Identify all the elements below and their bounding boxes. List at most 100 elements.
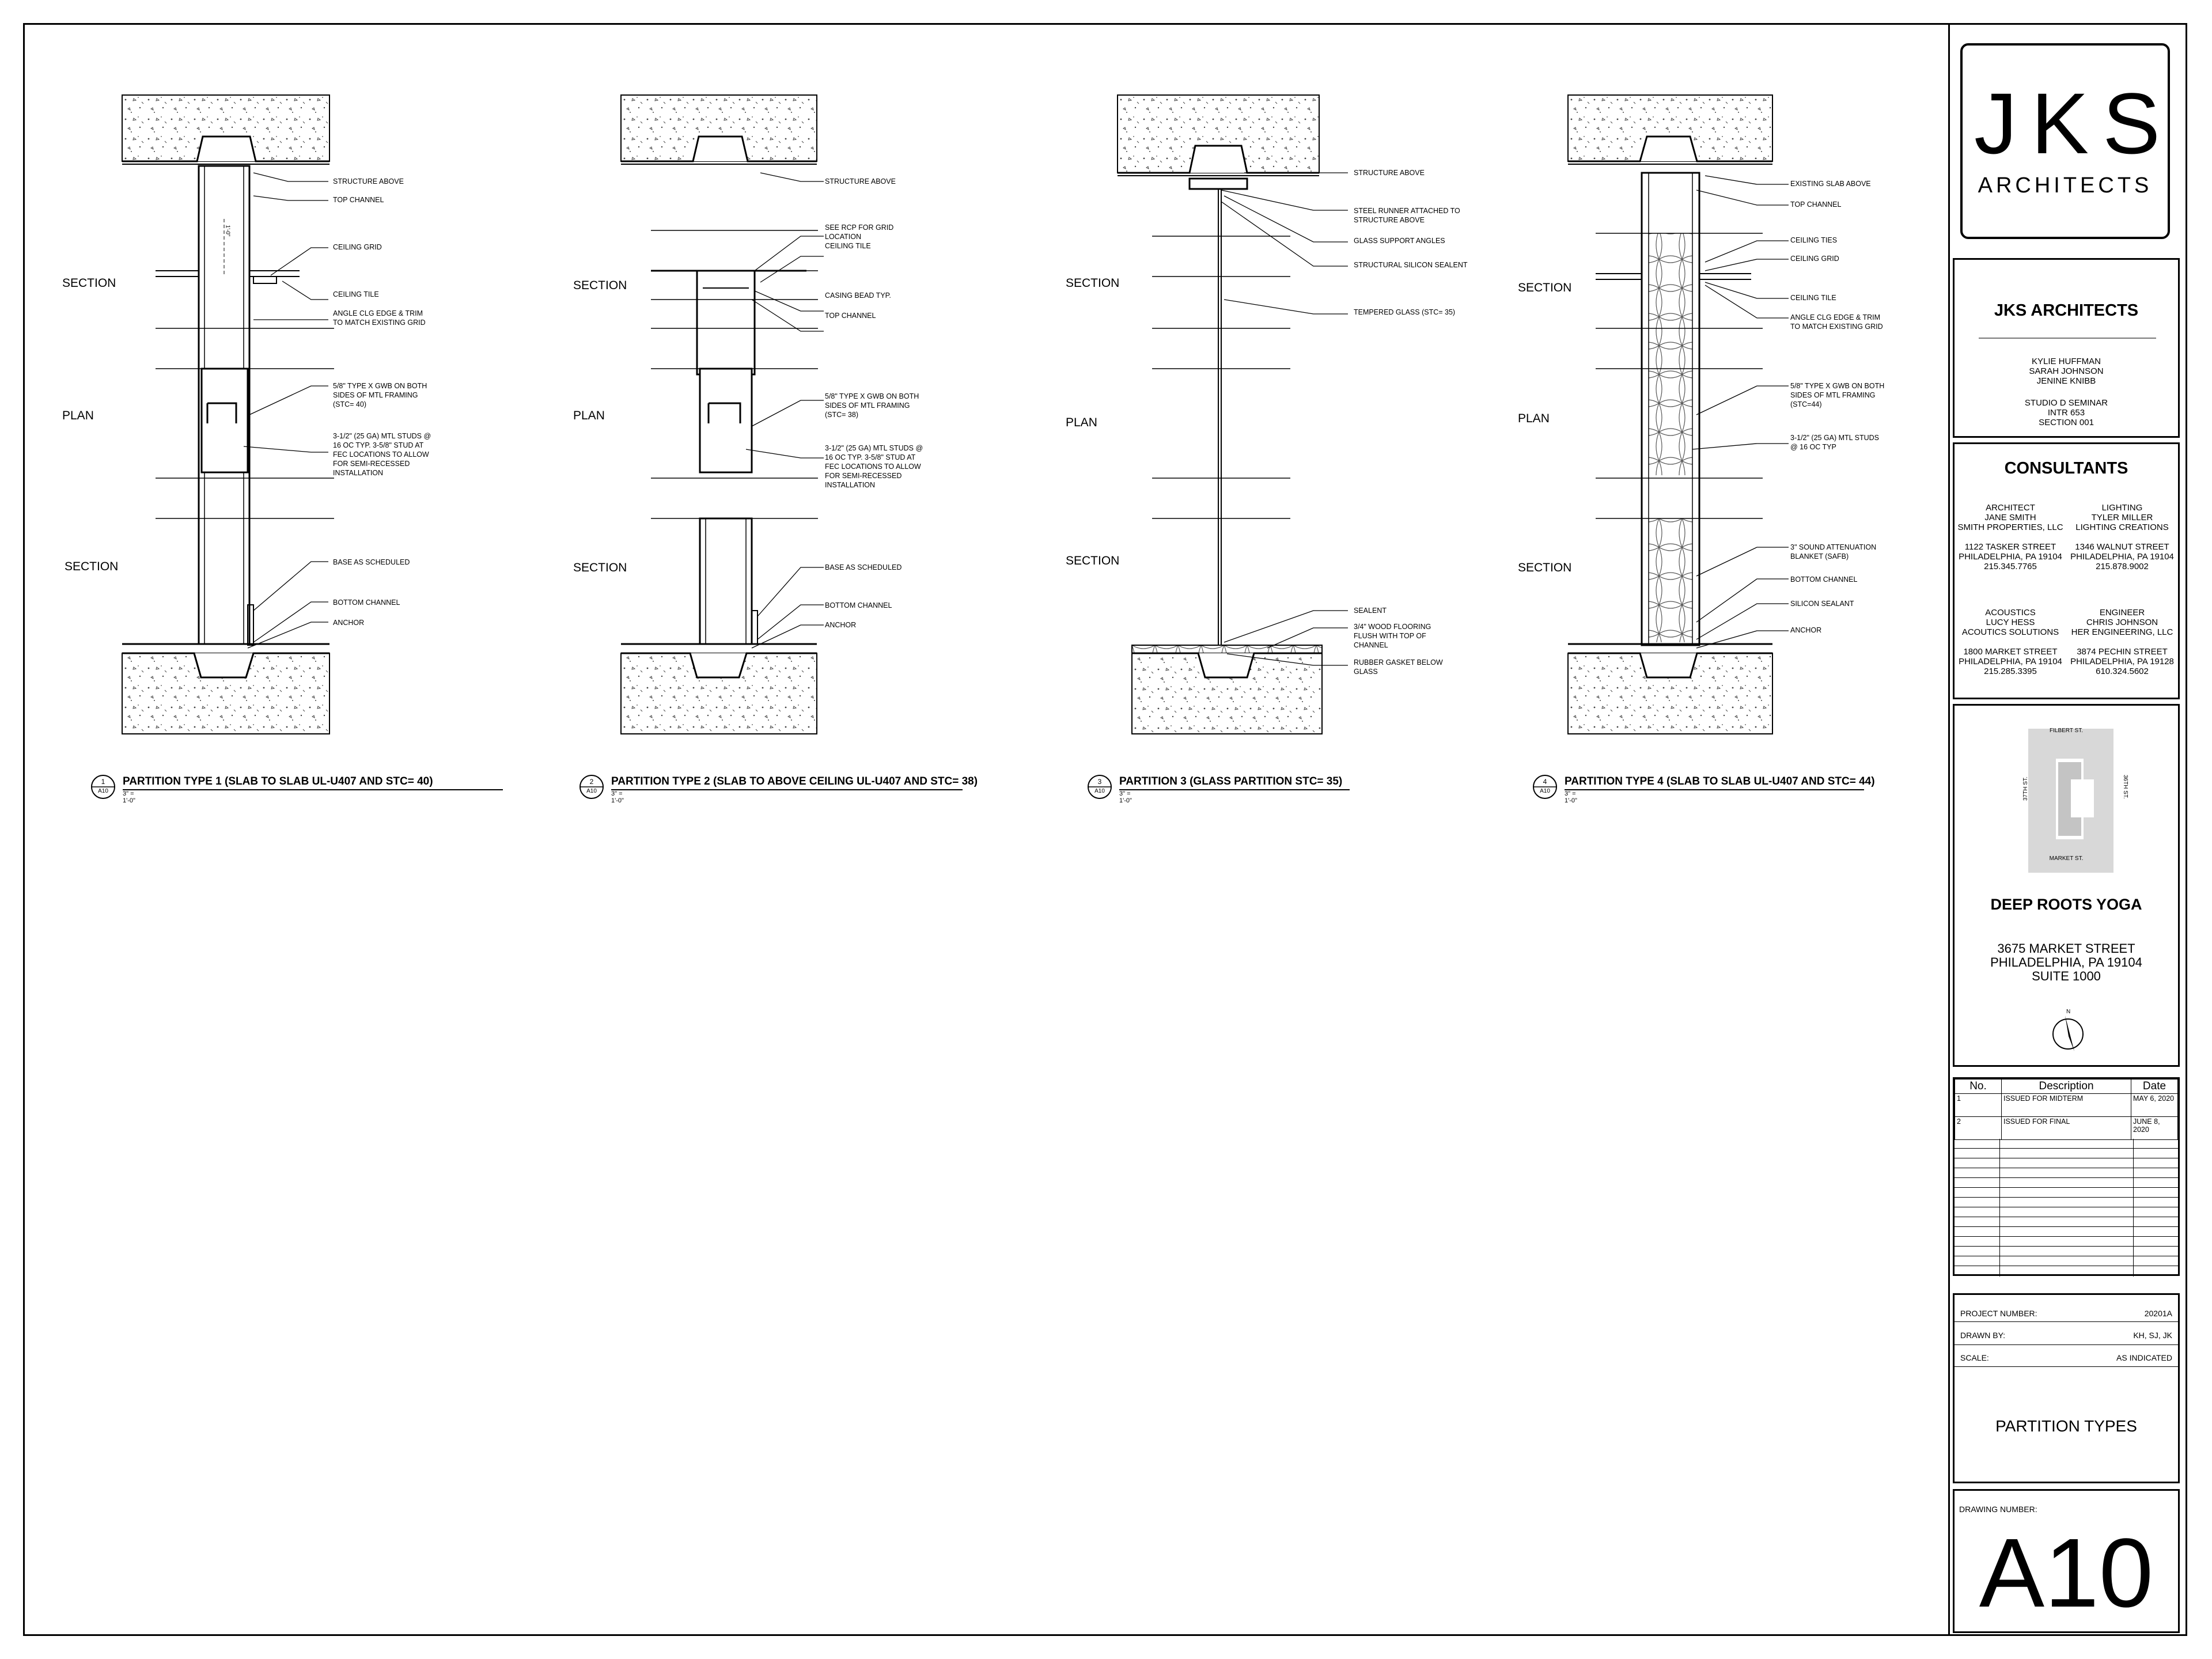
- note: SEE RCP FOR GRID: [825, 224, 894, 232]
- consultant-company: HER ENGINEERING, LLC: [2071, 627, 2173, 637]
- consultant-engineer: ENGINEER CHRIS JOHNSON HER ENGINEERING, …: [2066, 608, 2178, 676]
- sheet-title: PARTITION TYPES: [1995, 1417, 2137, 1435]
- consultant-phone: 610.324.5602: [2096, 666, 2149, 676]
- revision-date: JUNE 8, 2020: [2131, 1116, 2178, 1140]
- table-row: [1955, 1227, 2178, 1237]
- note: TO MATCH EXISTING GRID: [333, 319, 426, 327]
- detail-number: 1: [101, 778, 105, 786]
- detail-number: 4: [1543, 778, 1547, 786]
- note: ANCHOR: [1790, 626, 1822, 634]
- revision-no: 1: [1955, 1093, 2002, 1117]
- note: CEILING TIES: [1790, 236, 1838, 244]
- revisions-panel: No. Description Date 1 ISSUED FOR MIDTER…: [1953, 1077, 2180, 1277]
- map-label-south: MARKET ST.: [2049, 855, 2084, 862]
- note: ANCHOR: [333, 619, 365, 627]
- note: CEILING TILE: [825, 242, 871, 250]
- note: 5/8" TYPE X GWB ON BOTH: [333, 382, 427, 390]
- detail-1-plan-label: PLAN: [62, 409, 94, 422]
- detail-2-bottom-slab: [620, 643, 817, 734]
- consultant-role: ACOUSTICS: [1985, 608, 2036, 618]
- note: EXISTING SLAB ABOVE: [1790, 180, 1871, 188]
- detail-bubble-icon: [1533, 775, 1557, 799]
- consultant-phone: 215.285.3395: [1984, 666, 2037, 676]
- column-header-no: No.: [1955, 1079, 2002, 1094]
- note: (STC= 40): [333, 400, 367, 408]
- note: CEILING TILE: [1790, 294, 1836, 302]
- table-row: [1955, 1198, 2178, 1208]
- consultant-name: TYLER MILLER: [2091, 513, 2153, 522]
- note: BLANKET (SAFB): [1790, 552, 1849, 560]
- firm-info-panel: JKS ARCHITECTS KYLIE HUFFMAN SARAH JOHNS…: [1953, 258, 2180, 438]
- consultant-role: ENGINEER: [2099, 608, 2145, 618]
- drawing-number: A10: [1979, 1518, 2154, 1628]
- revision-date: MAY 6, 2020: [2131, 1093, 2178, 1117]
- detail-3-plan-label: PLAN: [1066, 416, 1097, 429]
- note: FEC LOCATIONS TO ALLOW: [825, 463, 921, 471]
- consultant-name: JANE SMITH: [1984, 513, 2036, 522]
- consultant-street: 1122 TASKER STREET: [1964, 542, 2056, 552]
- north-label: N: [2066, 1009, 2071, 1015]
- note: @ 16 OC TYP: [1790, 443, 1836, 451]
- table-row: [1955, 1149, 2178, 1159]
- note: (STC=44): [1790, 400, 1822, 408]
- consultant-company: SMITH PROPERTIES, LLC: [1957, 522, 2063, 532]
- detail-title: PARTITION 3 (GLASS PARTITION STC= 35): [1119, 775, 1343, 787]
- consultants-heading: CONSULTANTS: [2004, 459, 2128, 478]
- note: FOR SEMI-RECESSED: [825, 472, 902, 480]
- detail-title: PARTITION TYPE 2 (SLAB TO ABOVE CEILING …: [611, 775, 978, 787]
- consultant-city: PHILADELPHIA, PA 19104: [2070, 552, 2174, 562]
- note: FLUSH WITH TOP OF: [1354, 632, 1426, 640]
- detail-bubble-icon: [579, 775, 604, 799]
- detail-1-notes-bottom: BASE AS SCHEDULED BOTTOM CHANNEL ANCHOR: [333, 558, 410, 627]
- team-member: KYLIE HUFFMAN: [2031, 357, 2101, 366]
- detail-1: [122, 94, 334, 734]
- note: 16 OC TYP. 3-5/8" STUD AT: [825, 453, 916, 461]
- project-info-panel: PROJECT NUMBER: 20201A DRAWN BY: KH, SJ,…: [1953, 1293, 2180, 1483]
- detail-3-bottom-slab: [1131, 645, 1323, 734]
- note: ANGLE CLG EDGE & TRIM: [333, 309, 423, 317]
- consultant-name: CHRIS JOHNSON: [2086, 618, 2158, 627]
- consultants-panel: CONSULTANTS ARCHITECT JANE SMITH SMITH P…: [1953, 442, 2180, 699]
- detail-4-section-bottom-label: SECTION: [1518, 561, 1572, 574]
- detail-2-section-bottom-label: SECTION: [573, 561, 627, 574]
- detail-3-top-slab: [1117, 94, 1320, 176]
- consultant-name: LUCY HESS: [1986, 618, 2035, 627]
- note: INSTALLATION: [825, 481, 876, 489]
- consultant-street: 3874 PECHIN STREET: [2077, 647, 2168, 657]
- note: 3/4" WOOD FLOORING: [1354, 623, 1431, 631]
- revision-description: ISSUED FOR FINAL: [2001, 1116, 2131, 1140]
- logo-main-text: JKS: [1974, 75, 2175, 172]
- table-row: 1 ISSUED FOR MIDTERM MAY 6, 2020: [1955, 1093, 2178, 1117]
- detail-1-bottom-slab: [122, 643, 330, 734]
- consultant-role: LIGHTING: [2101, 503, 2143, 513]
- table-row: 2 ISSUED FOR FINAL JUNE 8, 2020: [1955, 1116, 2178, 1140]
- note: 3" SOUND ATTENUATION: [1790, 543, 1877, 551]
- detail-title: PARTITION TYPE 1 (SLAB TO SLAB UL-U407 A…: [123, 775, 433, 787]
- detail-4-notes-top: EXISTING SLAB ABOVE TOP CHANNEL CEILING …: [1790, 179, 1883, 331]
- scale-value: AS INDICATED: [2116, 1353, 2172, 1362]
- note: ANGLE CLG EDGE & TRIM: [1790, 313, 1881, 321]
- detail-2-top-slab: [620, 94, 817, 165]
- detail-4-leaders: [1692, 175, 1789, 649]
- note: TEMPERED GLASS (STC= 35): [1354, 308, 1456, 316]
- consultant-phone: 215.878.9002: [2096, 562, 2149, 571]
- detail-4-plan-label: PLAN: [1518, 412, 1550, 425]
- detail-sheet-ref: A10: [1094, 788, 1105, 794]
- revisions-table: No. Description Date 1 ISSUED FOR MIDTER…: [1955, 1079, 2178, 1140]
- note: CEILING TILE: [333, 290, 379, 298]
- note: 5/8" TYPE X GWB ON BOTH: [825, 392, 919, 400]
- note: BOTTOM CHANNEL: [1790, 575, 1858, 584]
- note: (STC= 38): [825, 411, 859, 419]
- detail-sheet-ref: A10: [586, 788, 597, 794]
- detail-sheet-ref: A10: [1540, 788, 1550, 794]
- detail-title: PARTITION TYPE 4 (SLAB TO SLAB UL-U407 A…: [1565, 775, 1875, 787]
- column-header-description: Description: [2001, 1079, 2131, 1094]
- detail-2-notes-top: STRUCTURE ABOVE SEE RCP FOR GRID LOCATIO…: [825, 177, 896, 320]
- note: BOTTOM CHANNEL: [333, 599, 400, 607]
- team-member: JENINE KNIBB: [2036, 376, 2096, 386]
- note: TOP CHANNEL: [825, 312, 876, 320]
- note: 5/8" TYPE X GWB ON BOTH: [1790, 382, 1885, 390]
- note: INSTALLATION: [333, 469, 384, 477]
- note: FEC LOCATIONS TO ALLOW: [333, 450, 429, 459]
- detail-2-section-top-label: SECTION: [573, 279, 627, 292]
